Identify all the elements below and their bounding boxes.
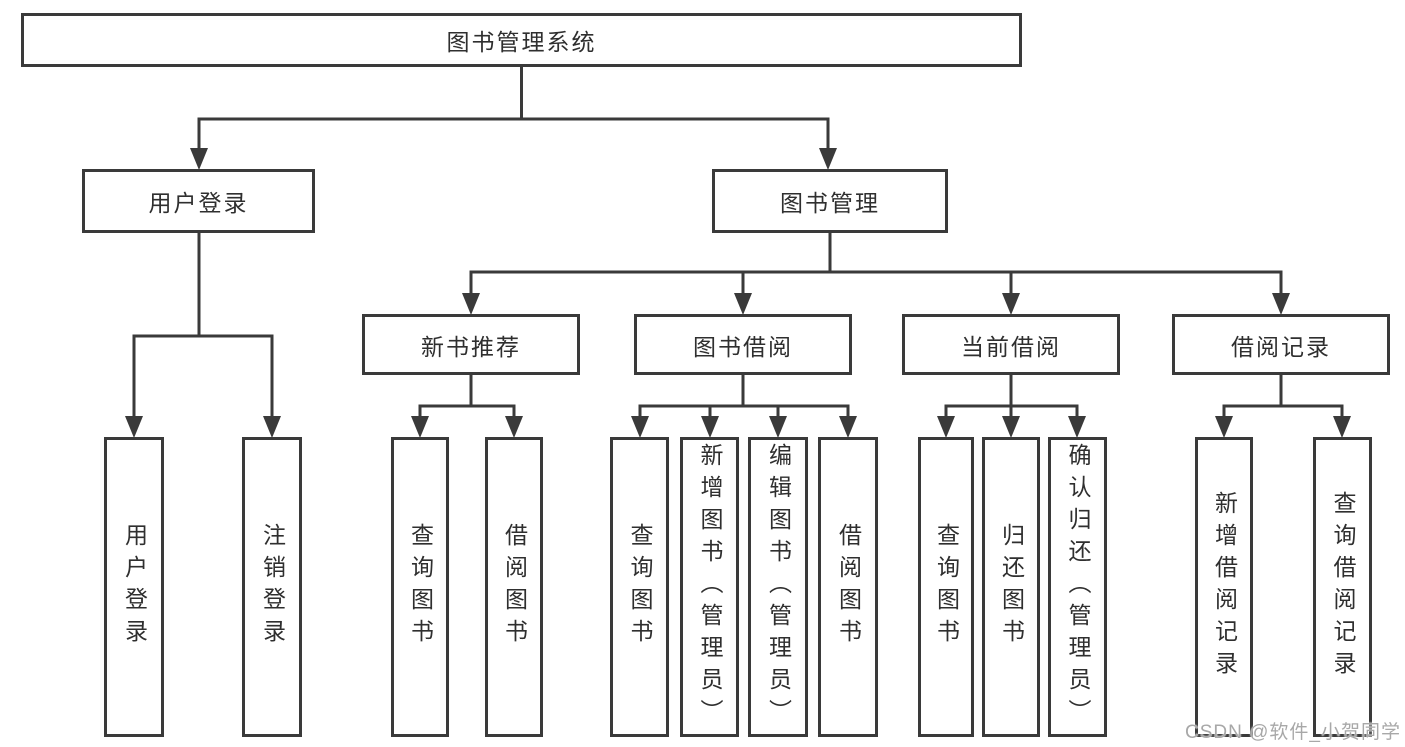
leaf-return-books: 归还图书 (982, 437, 1040, 737)
node-book-management: 图书管理 (712, 169, 948, 233)
node-borrowing-records: 借阅记录 (1172, 314, 1390, 375)
leaf-confirm-return-admin-label: 确认归还（管理员） (1065, 443, 1091, 731)
leaf-borrow-books: 借阅图书 (818, 437, 878, 737)
leaf-add-borrow-record: 新增借阅记录 (1195, 437, 1253, 737)
leaf-add-books-admin: 新增图书（管理员） (680, 437, 739, 737)
node-library-management-system: 图书管理系统 (21, 13, 1022, 67)
leaf-query-borrow-record-label: 查询借阅记录 (1330, 491, 1356, 683)
node-user-login: 用户登录 (82, 169, 315, 233)
leaf-query-books-borrow: 查询图书 (610, 437, 669, 737)
leaf-query-books-recommend-label: 查询图书 (407, 523, 434, 651)
leaf-edit-books-admin: 编辑图书（管理员） (748, 437, 808, 737)
leaf-query-books-current-label: 查询图书 (933, 523, 960, 651)
leaf-edit-books-admin-label: 编辑图书（管理员） (765, 443, 792, 731)
leaf-user-login: 用户登录 (104, 437, 164, 737)
leaf-borrow-books-recommend-label: 借阅图书 (501, 523, 528, 651)
leaf-query-books-current: 查询图书 (918, 437, 974, 737)
csdn-watermark: CSDN @软件_小贺同学 (1185, 722, 1401, 743)
leaf-query-borrow-record: 查询借阅记录 (1313, 437, 1372, 737)
leaf-return-books-label: 归还图书 (998, 523, 1025, 651)
node-book-borrowing: 图书借阅 (634, 314, 852, 375)
leaf-logout-label: 注销登录 (259, 523, 286, 651)
leaf-query-books-borrow-label: 查询图书 (627, 523, 653, 651)
leaf-logout: 注销登录 (242, 437, 302, 737)
leaf-add-books-admin-label: 新增图书（管理员） (697, 443, 723, 731)
leaf-add-borrow-record-label: 新增借阅记录 (1211, 491, 1238, 683)
leaf-borrow-books-recommend: 借阅图书 (485, 437, 543, 737)
leaf-borrow-books-label: 借阅图书 (835, 523, 862, 651)
node-current-borrowing: 当前借阅 (902, 314, 1120, 375)
leaf-confirm-return-admin: 确认归还（管理员） (1048, 437, 1107, 737)
node-new-book-recommendation: 新书推荐 (362, 314, 580, 375)
leaf-query-books-recommend: 查询图书 (391, 437, 449, 737)
leaf-user-login-label: 用户登录 (121, 523, 148, 651)
